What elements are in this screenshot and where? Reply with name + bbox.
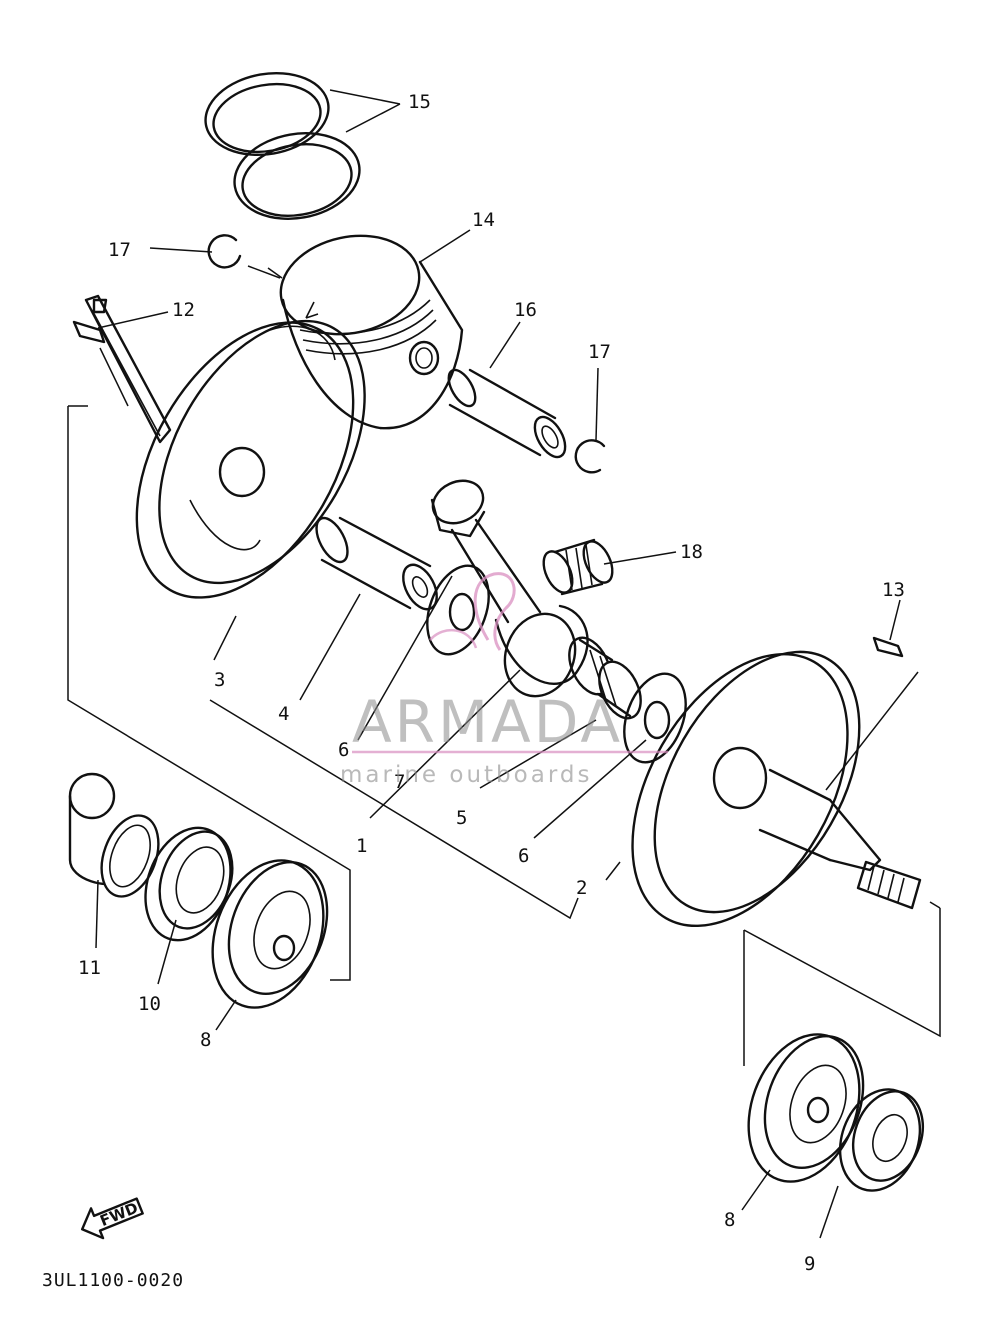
watermark-tagline: marine outboards <box>340 762 592 788</box>
callout-4: 4 <box>278 703 289 725</box>
crank-pin <box>315 516 438 611</box>
leader-lines <box>95 89 919 1239</box>
watermark-swirl <box>429 628 478 649</box>
main-bearing-left <box>211 859 329 1009</box>
callout-13: 13 <box>882 579 905 601</box>
woodruff-key-right <box>872 636 904 658</box>
fwd-label: FWD <box>97 1199 140 1230</box>
crank-left-half <box>84 294 366 599</box>
callout-labels: 15 14 17 12 16 17 18 13 3 4 6 7 5 1 6 2 … <box>42 91 905 1291</box>
callout-14: 14 <box>472 209 495 231</box>
callout-16: 16 <box>514 299 537 321</box>
outer-bearing <box>838 1088 924 1192</box>
callout-6-right: 6 <box>518 845 529 867</box>
callout-7: 7 <box>394 771 405 793</box>
callout-1: 1 <box>356 835 367 857</box>
callout-2: 2 <box>576 877 587 899</box>
connecting-rod <box>430 479 589 698</box>
callout-8-left: 8 <box>200 1029 211 1051</box>
callout-10: 10 <box>138 993 161 1015</box>
piston-rings <box>204 71 361 220</box>
callout-3: 3 <box>214 669 225 691</box>
callout-17-right: 17 <box>588 341 611 363</box>
assembly-brackets <box>67 405 941 1066</box>
small-end-needle-bearing <box>542 538 614 596</box>
piston-pin <box>447 368 567 459</box>
armada-watermark: ARMADA marine outboards <box>340 572 668 788</box>
callout-5: 5 <box>456 807 467 829</box>
callout-6-left: 6 <box>338 739 349 761</box>
document-code: 3UL1100-0020 <box>42 1270 184 1291</box>
main-bearing-right <box>747 1033 865 1183</box>
piston-pin-clip-right <box>574 439 606 474</box>
crank-right-half <box>631 650 922 928</box>
oil-seal <box>144 826 234 942</box>
crank-collar <box>68 772 160 898</box>
forward-direction-arrow: FWD <box>80 1197 144 1240</box>
callout-15: 15 <box>408 91 431 113</box>
watermark-brand: ARMADA <box>352 688 623 756</box>
callout-11: 11 <box>78 957 101 979</box>
callout-12: 12 <box>172 299 195 321</box>
piston-pin-clip-left <box>207 234 242 269</box>
woodruff-key-left <box>72 320 106 344</box>
thrust-washer-right <box>623 672 687 764</box>
callout-17-left: 17 <box>108 239 131 261</box>
callout-9: 9 <box>804 1253 815 1275</box>
callout-8-right: 8 <box>724 1209 735 1231</box>
watermark-seahorse-icon <box>473 572 516 651</box>
callout-18: 18 <box>680 541 703 563</box>
